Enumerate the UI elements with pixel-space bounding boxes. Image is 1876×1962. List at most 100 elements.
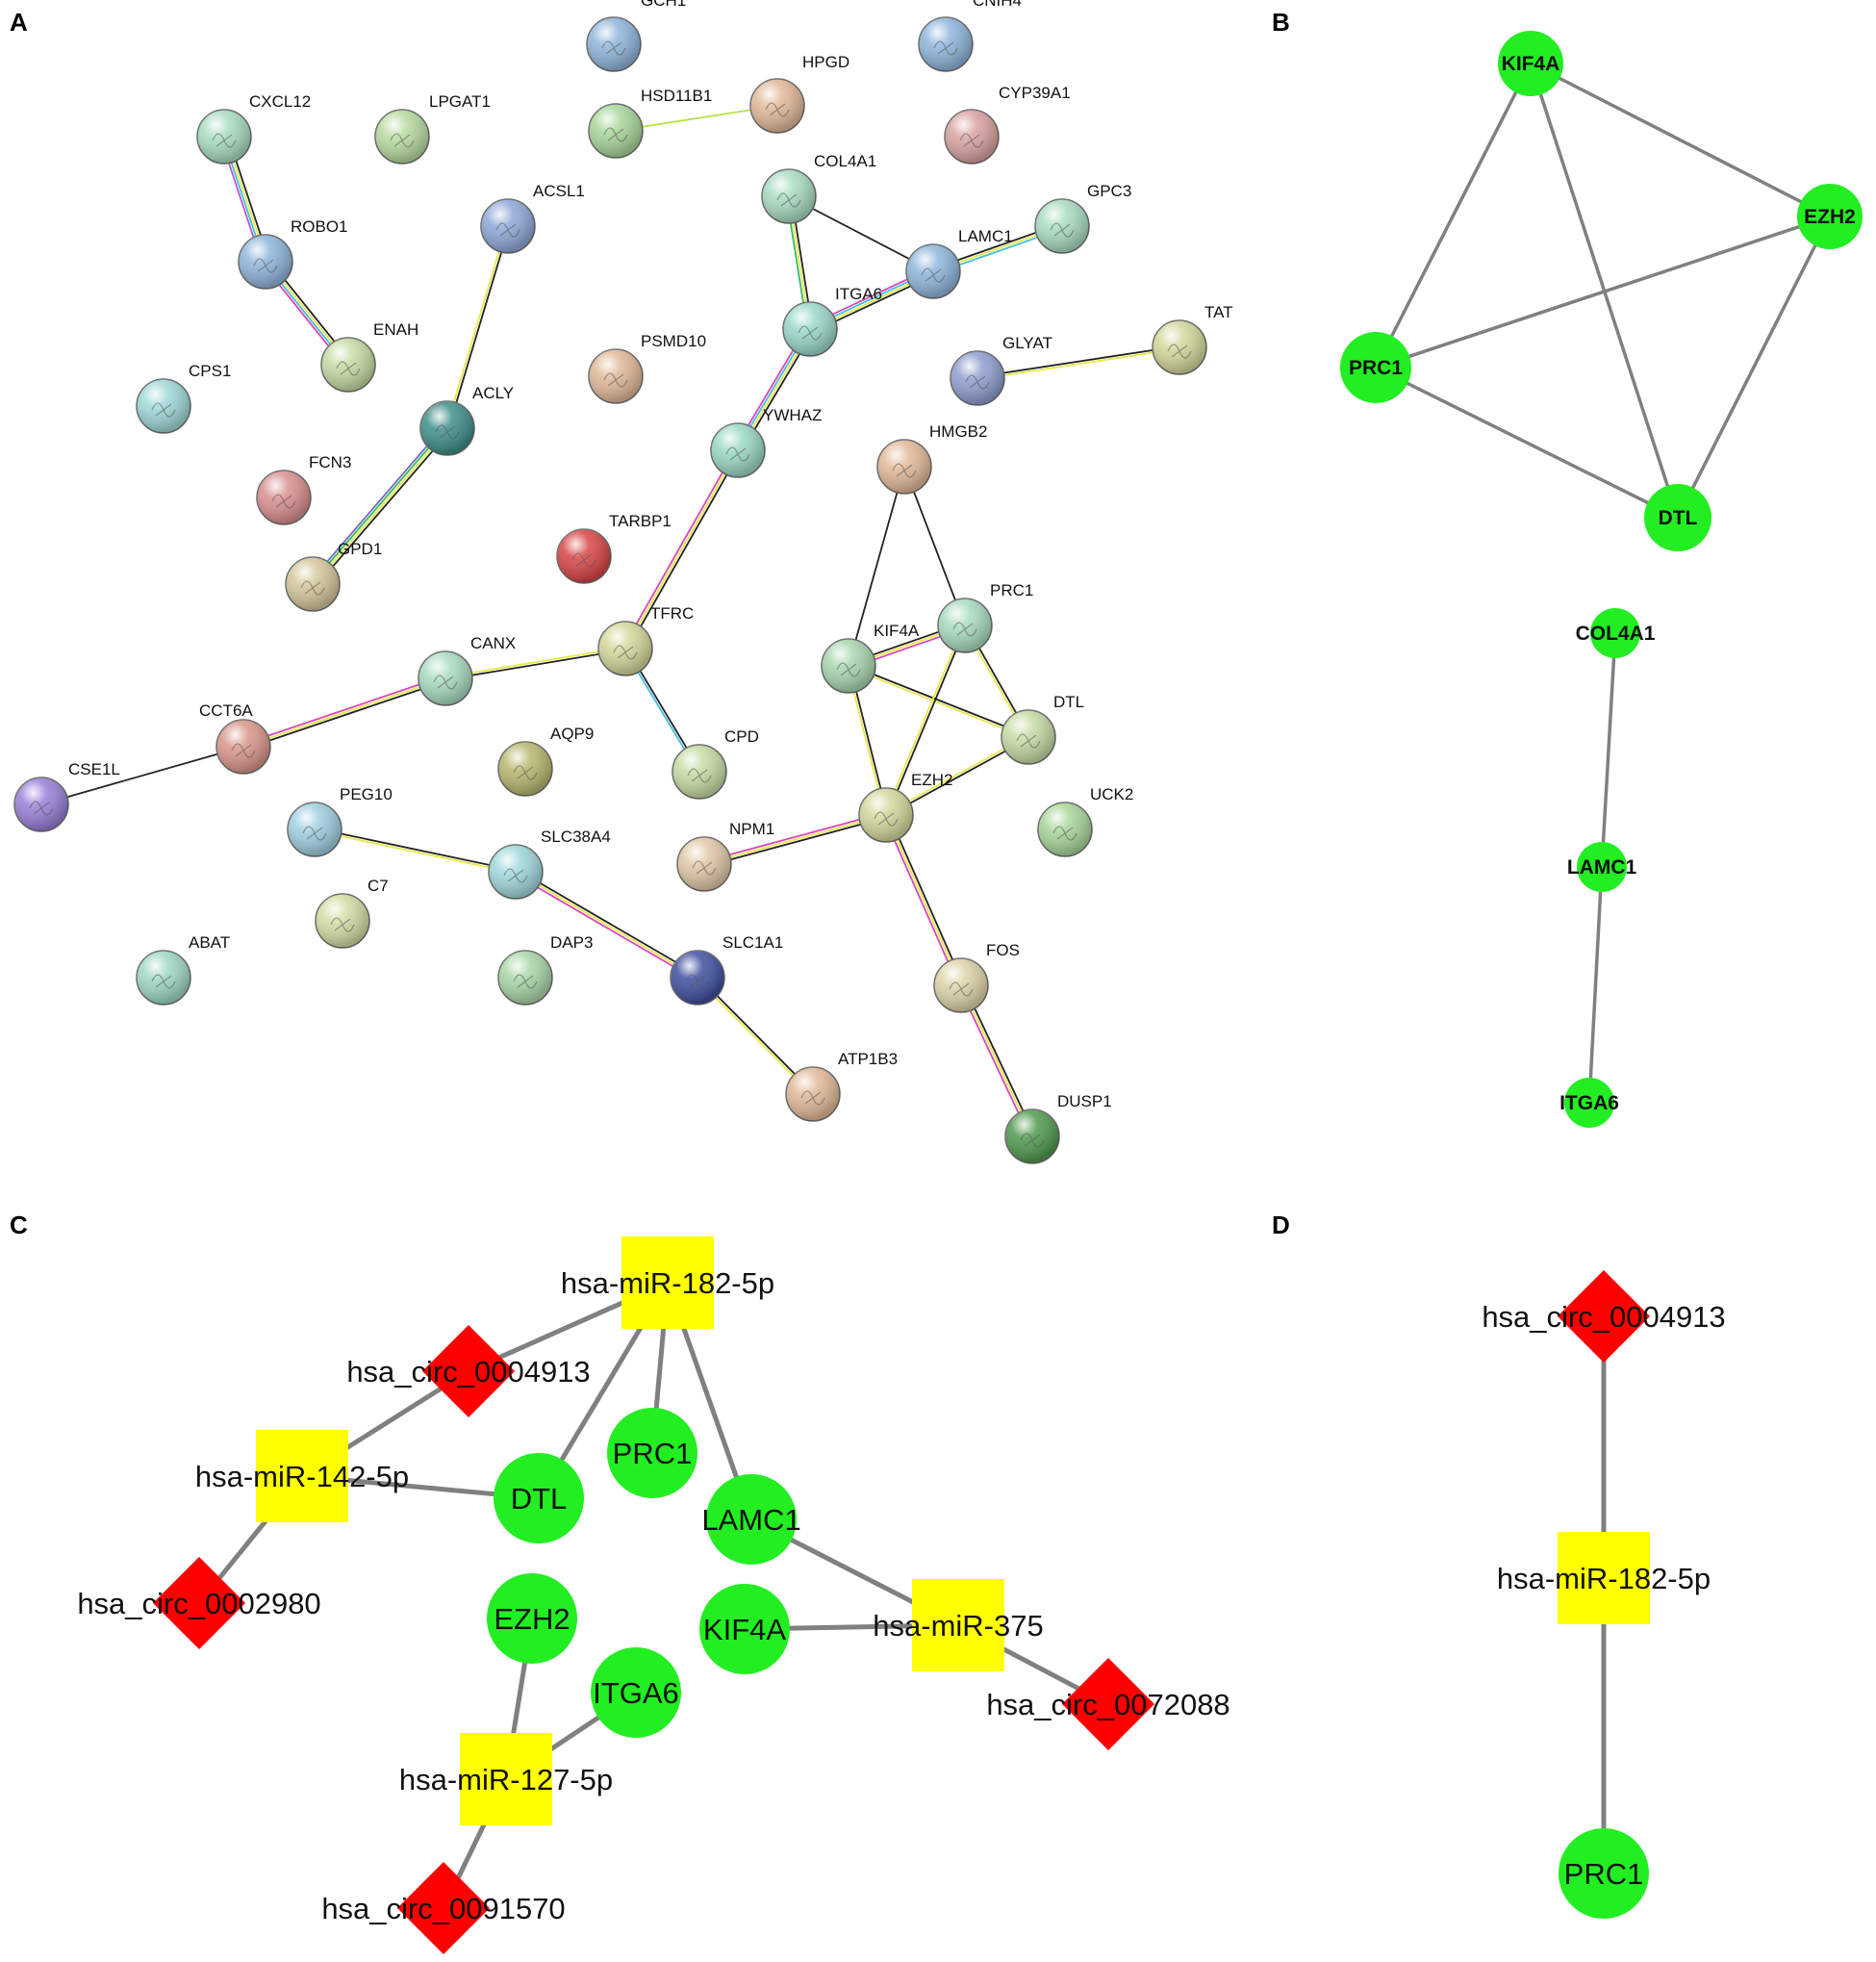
node-gch1[interactable]: GCH1 [586,0,686,72]
protein-structure-icon [603,372,628,388]
edge-evidence-line [703,814,887,865]
circrna-node-c4913[interactable]: hsa_circ_0004913 [346,1325,591,1417]
gene-node-itga6[interactable]: ITGA6 [591,1647,681,1738]
gene-node-prc1[interactable]: PRC1 [1559,1828,1649,1919]
node-tarbp1[interactable]: TARBP1 [556,512,672,584]
node-label: GPC3 [1087,182,1131,200]
node-robo1[interactable]: ROBO1 [238,217,348,290]
node-ywhaz[interactable]: YWHAZ [710,406,822,478]
node-ezh2[interactable]: EZH2 [858,771,952,843]
mirna-node-m182[interactable]: hsa-miR-182-5p [1497,1532,1711,1624]
gene-label: EZH2 [1804,206,1856,228]
node-acsl1[interactable]: ACSL1 [480,182,585,254]
node-hsd11b1[interactable]: HSD11B1 [588,87,712,159]
protein-structure-icon [836,662,861,677]
node-cyp39a1[interactable]: CYP39A1 [944,84,1071,165]
node-prc1[interactable]: PRC1 [937,581,1033,653]
protein-structure-icon [892,463,917,478]
gene-node-dtl[interactable]: DTL [494,1453,584,1543]
node-cnih4[interactable]: CNIH4 [918,0,1022,72]
node-dap3[interactable]: DAP3 [497,933,593,1006]
node-acly[interactable]: ACLY [419,384,514,456]
node-npm1[interactable]: NPM1 [676,820,774,892]
mirna-node-m127[interactable]: hsa-miR-127-5p [399,1733,613,1825]
node-tat[interactable]: TAT [1152,303,1233,375]
circrna-label: hsa_circ_0004913 [346,1355,590,1389]
node-sphere-gloss [762,169,816,223]
node-sphere-gloss [589,104,643,158]
gene-label: PRC1 [1564,1857,1644,1891]
protein-structure-icon [601,40,626,56]
gene-node-kif4a[interactable]: KIF4A [699,1584,790,1674]
hub-node-kif4a[interactable]: KIF4A [1498,31,1563,96]
gene-circle [1590,608,1640,658]
node-label: YWHAZ [763,406,822,424]
node-glyat[interactable]: GLYAT [950,334,1052,406]
mirna-square [256,1430,348,1522]
node-sphere-gloss [822,639,875,693]
node-hmgb2[interactable]: HMGB2 [876,422,987,495]
gene-node-ezh2[interactable]: EZH2 [487,1573,577,1664]
node-sphere-gloss [137,379,190,433]
node-peg10[interactable]: PEG10 [287,785,393,857]
edge-tfrc-canx [444,646,626,681]
hub-node-col4a1[interactable]: COL4A1 [1576,608,1656,658]
edge-evidence-line [242,677,446,748]
node-itga6[interactable]: ITGA6 [782,285,882,357]
node-cxcl12[interactable]: CXCL12 [196,92,311,165]
node-dtl[interactable]: DTL [1001,693,1084,765]
node-hpgd[interactable]: HPGD [749,53,849,134]
node-uck2[interactable]: UCK2 [1037,785,1133,857]
panel-label-a: A [10,8,28,37]
circrna-node-c72088[interactable]: hsa_circ_0072088 [986,1658,1230,1750]
node-enah[interactable]: ENAH [320,320,418,393]
hub-node-lamc1[interactable]: LAMC1 [1567,842,1637,892]
node-canx[interactable]: CANX [418,634,516,706]
node-c7[interactable]: C7 [315,877,389,949]
mirna-node-m142[interactable]: hsa-miR-142-5p [195,1430,409,1522]
node-psmd10[interactable]: PSMD10 [588,332,706,404]
edge-evidence-line [886,625,968,816]
node-col4a1[interactable]: COL4A1 [761,152,876,224]
node-gpd1[interactable]: GPD1 [285,540,382,612]
node-label: HPGD [802,53,849,71]
gene-node-prc1[interactable]: PRC1 [607,1408,697,1498]
node-fos[interactable]: FOS [933,941,1020,1013]
node-cpd[interactable]: CPD [672,727,759,800]
edge-kif4a-ezh2 [1530,62,1831,218]
node-cps1[interactable]: CPS1 [136,362,231,434]
node-label: SLC1A1 [723,933,783,952]
mirna-node-m182[interactable]: hsa-miR-182-5p [561,1236,774,1329]
circrna-node-c91570[interactable]: hsa_circ_0091570 [321,1862,566,1954]
node-label: C7 [368,877,389,895]
node-kif4a[interactable]: KIF4A [821,622,920,694]
edge-evidence-line [962,983,1036,1136]
node-atp1b3[interactable]: ATP1B3 [785,1050,898,1122]
node-lpgat1[interactable]: LPGAT1 [374,92,491,165]
node-sphere-gloss [197,110,251,164]
node-tfrc[interactable]: TFRC [597,604,694,676]
node-cct6a[interactable]: CCT6A [199,701,271,775]
circrna-node-c4913[interactable]: hsa_circ_0004913 [1482,1270,1726,1363]
hub-node-ezh2[interactable]: EZH2 [1797,184,1863,249]
node-slc1a1[interactable]: SLC1A1 [670,933,783,1006]
node-aqp9[interactable]: AQP9 [497,725,594,797]
hub-node-dtl[interactable]: DTL [1644,484,1711,551]
node-slc38a4[interactable]: SLC38A4 [488,828,611,900]
gene-node-lamc1[interactable]: LAMC1 [701,1474,801,1565]
node-label: ATP1B3 [838,1050,898,1068]
mirna-node-m375[interactable]: hsa-miR-375 [873,1579,1044,1671]
circrna-node-c2980[interactable]: hsa_circ_0002980 [77,1557,321,1649]
node-gpc3[interactable]: GPC3 [1034,182,1131,254]
node-fcn3[interactable]: FCN3 [256,453,351,525]
node-cse1l[interactable]: CSE1L [13,760,120,832]
protein-structure-icon [513,974,538,989]
edge-evidence-line [903,466,966,626]
node-abat[interactable]: ABAT [136,933,230,1006]
node-dusp1[interactable]: DUSP1 [1004,1092,1112,1164]
node-lamc1[interactable]: LAMC1 [905,227,1013,299]
hub-node-prc1[interactable]: PRC1 [1340,332,1411,403]
protein-structure-icon [603,127,628,142]
gene-circle [706,1474,797,1565]
hub-node-itga6[interactable]: ITGA6 [1559,1078,1619,1128]
